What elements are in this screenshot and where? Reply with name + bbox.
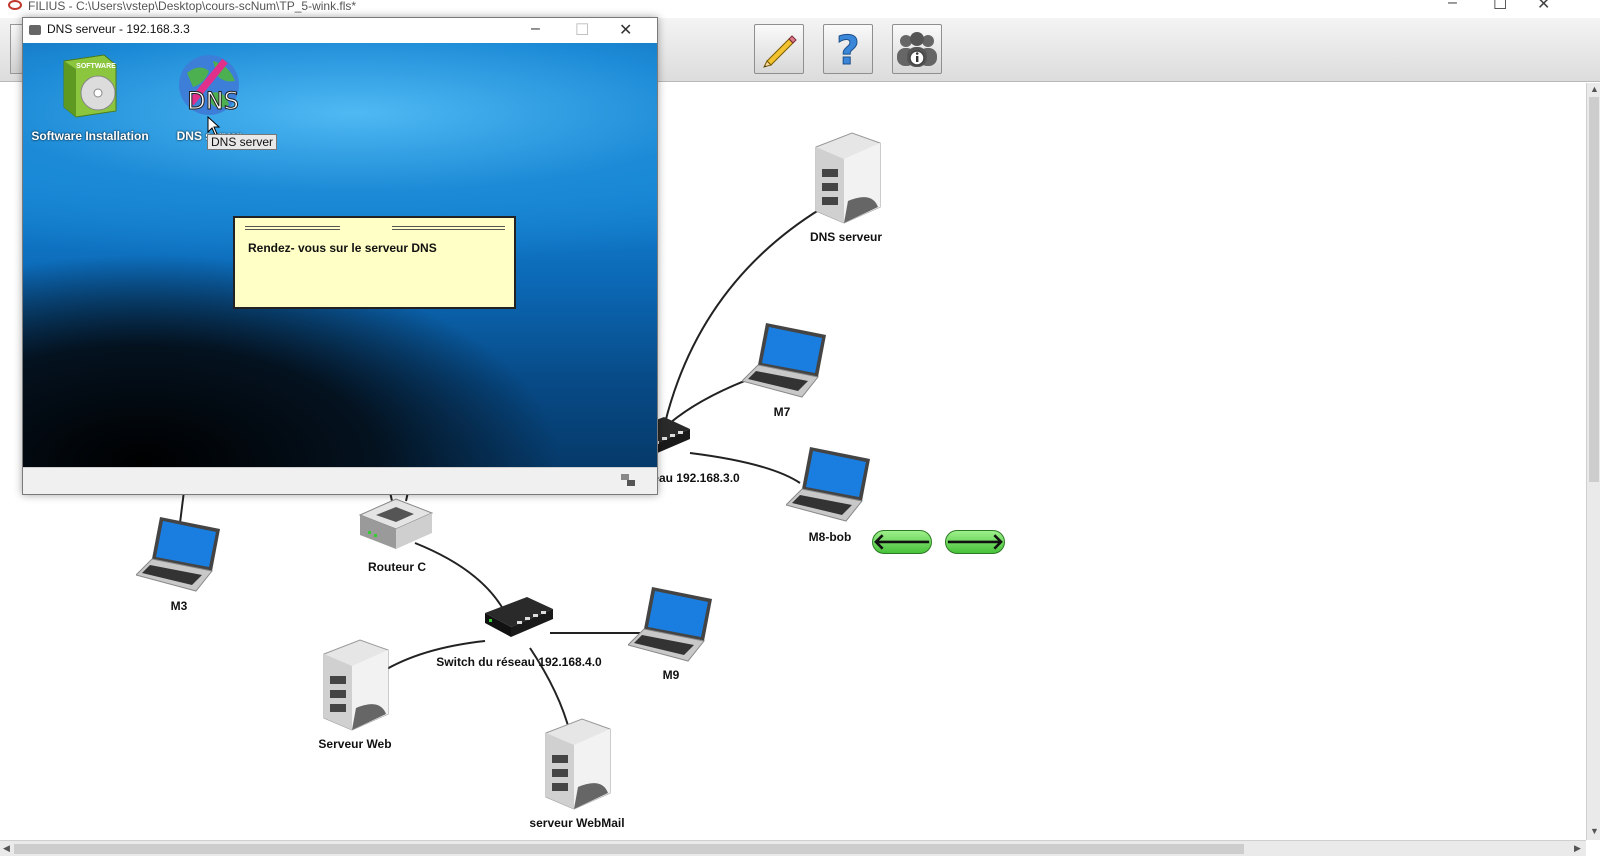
instruction-note: Rendez- vous sur le serveur DNS [233,216,516,309]
dns-server-window: DNS serveur - 192.168.3.3 – ☐ ✕ SOFTWARE… [22,17,658,495]
server-icon [815,132,881,224]
laptop-icon [785,447,870,522]
dns-serveur-node[interactable] [812,131,884,232]
m9-node[interactable] [627,583,714,668]
next-button[interactable]: 🡒 [945,530,1005,554]
virtual-desktop: SOFTWARE Software Installation DNS DNS s… [23,43,657,467]
arrow-left-icon: 🡐 [872,529,932,554]
routeur-c-label: Routeur C [368,560,426,574]
dns-window-status-bar [23,467,657,494]
m7-node[interactable] [741,319,828,404]
mouse-cursor-icon [207,116,221,136]
scroll-right-icon[interactable]: ▶ [1574,843,1581,853]
m3-node[interactable] [135,513,222,598]
scroll-left-icon[interactable]: ◀ [3,843,10,853]
switch-4-label: Switch du réseau 192.168.4.0 [436,655,602,669]
edit-mode-button[interactable] [754,24,804,74]
pencil-icon [763,35,797,68]
dns-maximize-button[interactable]: ☐ [575,22,590,39]
m9-label: M9 [662,668,680,682]
arrow-right-icon: 🡒 [945,529,1005,554]
vertical-scroll-thumb[interactable] [1589,97,1599,482]
question-icon: ? [836,28,860,72]
scroll-up-icon[interactable]: ▲ [1590,84,1599,94]
network-links [179,207,823,734]
toolbar-left-button[interactable] [10,24,24,74]
m8-bob-node[interactable] [785,443,872,528]
switch-icon [485,597,553,637]
laptop-icon [627,587,712,662]
router-icon [358,498,434,549]
laptop-icon [741,323,826,398]
dns-globe-icon: DNS [179,55,239,116]
server-icon [323,639,389,731]
serveur-web-node[interactable] [320,638,392,739]
software-installation-label: Software Installation [31,129,149,143]
horizontal-scroll-thumb[interactable] [14,844,1244,854]
switch-3-label: eau 192.168.3.0 [652,471,740,485]
filius-app-icon [8,0,22,10]
horizontal-scrollbar[interactable]: ◀ ▶ [0,840,1586,856]
software-cd-icon: SOFTWARE [63,54,117,118]
serveur-webmail-label: serveur WebMail [529,816,625,830]
svg-text:DNS: DNS [187,87,239,115]
dns-minimize-button[interactable]: – [531,20,540,37]
routeur-c-node[interactable] [356,493,436,560]
switch-4-node[interactable] [483,595,555,644]
svg-text:?: ? [836,28,859,71]
dns-server-icon-button[interactable]: DNS DNS server [149,53,269,143]
dns-window-title: DNS serveur - 192.168.3.3 [47,22,190,36]
m7-label: M7 [773,405,791,419]
serveur-webmail-node[interactable] [542,717,614,818]
m8-bob-label: M8-bob [808,530,852,544]
help-button[interactable]: ? [823,24,873,74]
about-button[interactable] [892,24,942,74]
svg-text:SOFTWARE: SOFTWARE [76,63,116,70]
serveur-web-label: Serveur Web [318,737,392,751]
vertical-scrollbar[interactable]: ▲ ▼ [1586,83,1600,840]
close-button[interactable]: ✕ [1537,0,1551,13]
note-stripe-left [245,226,340,230]
main-window-title: FILIUS - C:\Users\vstep\Desktop\cours-sc… [28,0,357,13]
info-people-icon [897,32,937,67]
resize-grip-icon[interactable] [619,472,637,490]
dns-window-title-bar[interactable]: DNS serveur - 192.168.3.3 – ☐ ✕ [23,18,657,43]
dns-serveur-label: DNS serveur [809,230,883,244]
maximize-button[interactable]: ☐ [1493,0,1508,13]
note-stripe-right [392,226,505,230]
previous-button[interactable]: 🡐 [872,530,932,554]
instruction-note-text: Rendez- vous sur le serveur DNS [248,241,437,255]
server-icon [545,718,611,810]
laptop-icon [135,517,220,592]
main-title-bar: FILIUS - C:\Users\vstep\Desktop\cours-sc… [0,0,1600,18]
scroll-down-icon[interactable]: ▼ [1590,826,1599,836]
window-app-icon [29,25,41,35]
software-installation-icon-button[interactable]: SOFTWARE Software Installation [30,53,150,143]
dns-server-tooltip: DNS server [207,134,278,150]
minimize-button[interactable]: – [1448,0,1457,11]
dns-close-button[interactable]: ✕ [619,22,633,39]
m3-label: M3 [170,599,188,613]
